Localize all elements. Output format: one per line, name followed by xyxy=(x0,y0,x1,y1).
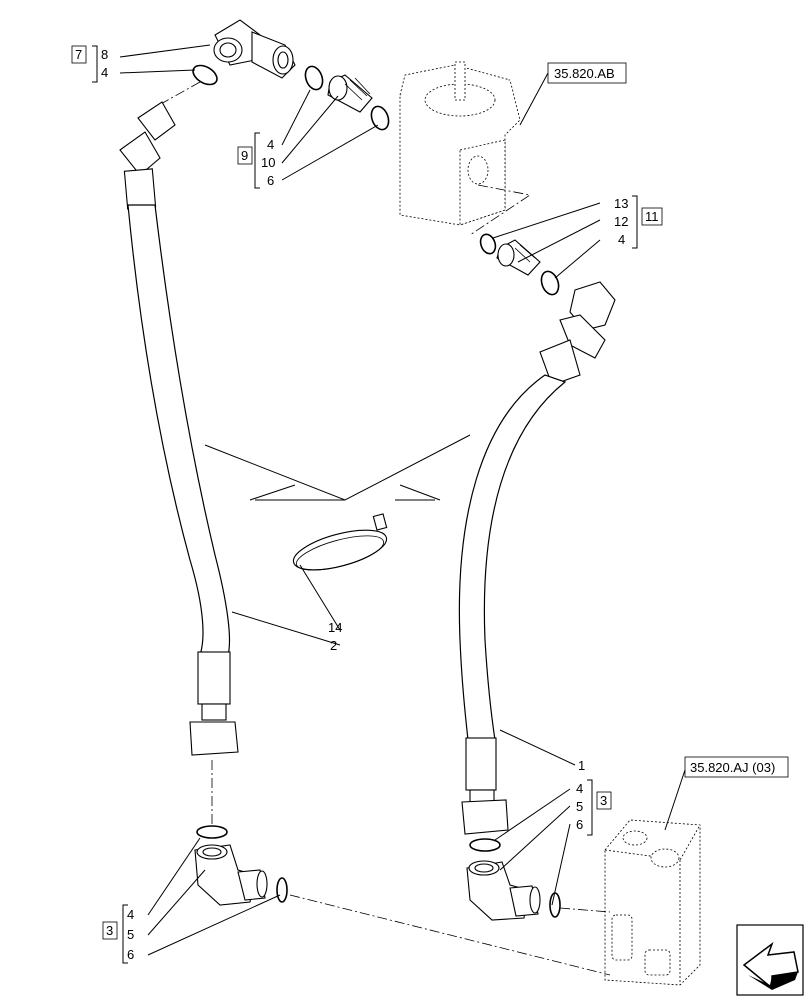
group-box-top-mid: 9 xyxy=(241,148,248,163)
adapter-12 xyxy=(496,239,541,276)
label-2: 2 xyxy=(330,638,337,653)
arrow-navigation-icon[interactable] xyxy=(736,924,804,996)
ref-pump[interactable]: 35.820.AB xyxy=(554,66,615,81)
group-box-bottom-right: 3 xyxy=(600,793,607,808)
hose-left xyxy=(119,101,239,756)
label-4-pump: 4 xyxy=(618,232,625,247)
label-4-bottom-left: 4 xyxy=(127,907,134,922)
o-ring-bottom-left-2 xyxy=(276,877,288,903)
elbow-bottom-left xyxy=(194,844,268,906)
group-box-bottom-left: 3 xyxy=(106,923,113,938)
o-ring-pump-13 xyxy=(479,233,497,255)
label-8: 8 xyxy=(101,47,108,62)
label-10: 10 xyxy=(261,155,275,170)
label-5-bottom-left: 5 xyxy=(127,927,134,942)
label-4-bottom-right: 4 xyxy=(576,781,583,796)
hose-right xyxy=(458,281,616,835)
o-ring-top-left xyxy=(192,64,218,86)
label-4-top-left: 4 xyxy=(101,65,108,80)
label-6-bottom-right: 6 xyxy=(576,817,583,832)
label-14: 14 xyxy=(328,620,342,635)
label-1: 1 xyxy=(578,758,585,773)
o-ring-bottom-right-2 xyxy=(549,892,561,918)
label-6-top-mid: 6 xyxy=(267,173,274,188)
o-ring-top-mid-2 xyxy=(370,105,390,131)
pump-ghost xyxy=(399,61,532,236)
elbow-fitting-top xyxy=(213,19,296,79)
o-ring-pump-4 xyxy=(540,270,560,296)
valve-block-ghost xyxy=(604,819,701,986)
hose-clamp xyxy=(292,513,388,571)
group-box-top-left: 7 xyxy=(75,47,82,62)
o-ring-top-mid xyxy=(304,65,324,91)
label-6-bottom-left: 6 xyxy=(127,947,134,962)
o-ring-bottom-left xyxy=(196,825,228,839)
o-ring-bottom-right xyxy=(469,838,501,852)
label-5-bottom-right: 5 xyxy=(576,799,583,814)
label-13: 13 xyxy=(614,196,628,211)
label-4-top-mid: 4 xyxy=(267,137,274,152)
group-box-right-pump: 11 xyxy=(645,209,659,224)
ref-valve[interactable]: 35.820.AJ (03) xyxy=(690,760,775,775)
adapter-10 xyxy=(327,74,373,113)
elbow-bottom-right xyxy=(466,860,541,921)
label-12: 12 xyxy=(614,214,628,229)
